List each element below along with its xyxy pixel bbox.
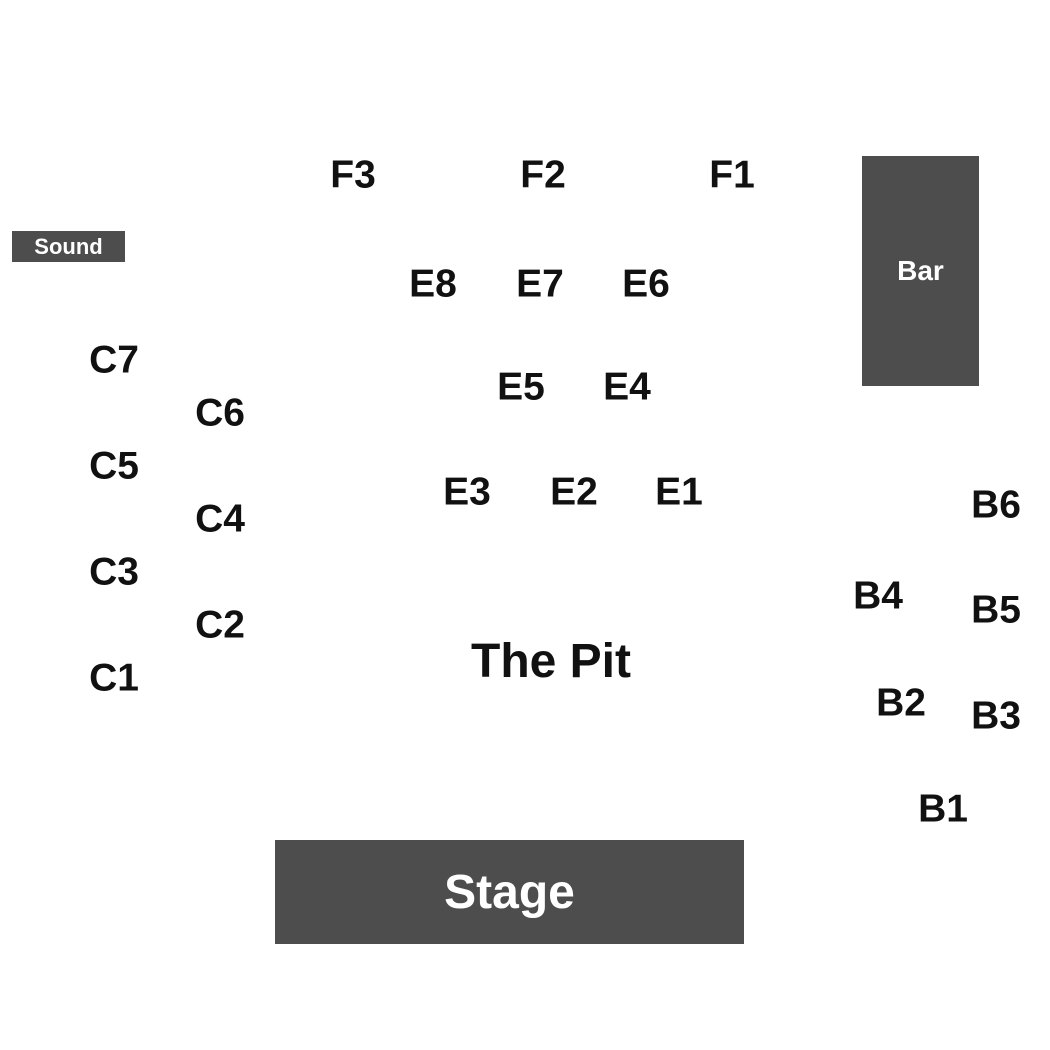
section-b5[interactable]: B5	[971, 588, 1021, 632]
section-e2[interactable]: E2	[550, 470, 598, 514]
bar-area: Bar	[862, 156, 979, 386]
section-e8[interactable]: E8	[409, 262, 457, 306]
section-e4[interactable]: E4	[603, 365, 651, 409]
section-b2[interactable]: B2	[876, 681, 926, 725]
section-c6[interactable]: C6	[195, 391, 245, 435]
section-c2[interactable]: C2	[195, 603, 245, 647]
section-e6[interactable]: E6	[622, 262, 670, 306]
section-f2[interactable]: F2	[520, 153, 566, 197]
sound-booth-label: Sound	[34, 233, 103, 259]
section-c7[interactable]: C7	[89, 338, 139, 382]
section-e5[interactable]: E5	[497, 365, 545, 409]
section-f1[interactable]: F1	[709, 153, 755, 197]
the-pit-label: The Pit	[470, 635, 632, 688]
section-b1[interactable]: B1	[918, 787, 968, 831]
section-c1[interactable]: C1	[89, 656, 139, 700]
section-e1[interactable]: E1	[655, 470, 703, 514]
section-c3[interactable]: C3	[89, 550, 139, 594]
stage-label: Stage	[444, 865, 575, 919]
section-b3[interactable]: B3	[971, 694, 1021, 738]
section-b4[interactable]: B4	[853, 574, 903, 618]
section-e7[interactable]: E7	[516, 262, 564, 306]
section-b6[interactable]: B6	[971, 483, 1021, 527]
stage: Stage	[275, 840, 744, 944]
section-c4[interactable]: C4	[195, 497, 245, 541]
section-e3[interactable]: E3	[443, 470, 491, 514]
section-f3[interactable]: F3	[330, 153, 376, 197]
bar-label: Bar	[897, 255, 944, 286]
sound-booth: Sound	[12, 231, 125, 262]
section-c5[interactable]: C5	[89, 444, 139, 488]
